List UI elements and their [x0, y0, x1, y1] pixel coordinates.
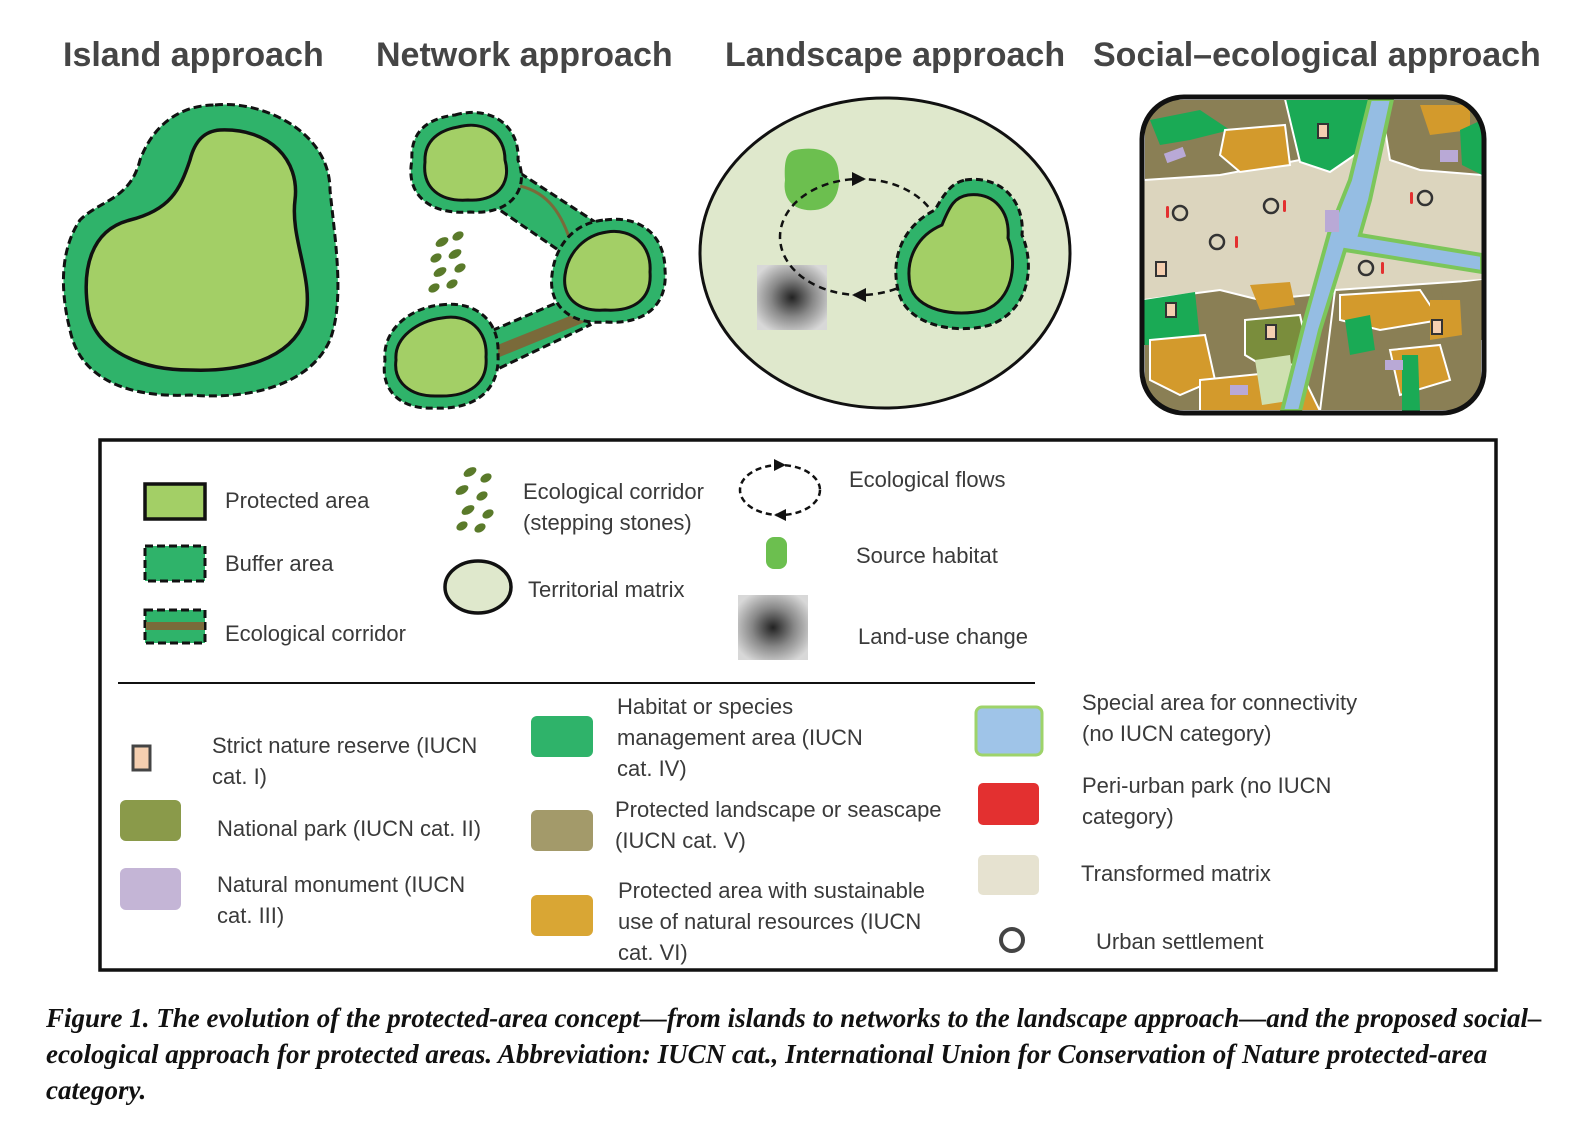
cat6-swatch: [531, 895, 593, 936]
title-social-ecological-approach: Social–ecological approach: [1093, 36, 1541, 74]
legend-peri-urban: Peri-urban park (no IUCN category): [1082, 773, 1332, 829]
title-network-approach: Network approach: [376, 36, 673, 74]
legend-buffer-area: Buffer area: [225, 551, 334, 576]
cat5-swatch: [531, 810, 593, 851]
territorial-matrix-swatch: [443, 559, 513, 615]
buffer-area-swatch: [143, 544, 207, 583]
urban-settlement-swatch: [999, 927, 1025, 953]
legend-stepping-stones: Ecological corridor (stepping stones): [523, 479, 704, 535]
legend-territorial-matrix: Territorial matrix: [528, 577, 685, 602]
transformed-matrix-swatch: [978, 855, 1039, 895]
legend-transformed-matrix: Transformed matrix: [1081, 861, 1271, 886]
cat4-swatch: [531, 716, 593, 757]
legend-ecological-flows: Ecological flows: [849, 467, 1006, 492]
legend-connectivity: Special area for connectivity (no IUCN c…: [1082, 690, 1358, 746]
land-use-change: [757, 265, 827, 330]
legend-box: [98, 438, 1498, 972]
source-habitat: [784, 148, 840, 211]
legend-protected-area: Protected area: [225, 488, 370, 513]
stepping-stones-swatch: [455, 467, 494, 533]
title-island-approach: Island approach: [63, 36, 324, 74]
legend-source-habitat: Source habitat: [856, 543, 998, 568]
peri-urban-swatch: [978, 783, 1039, 825]
stepping-stones: [428, 231, 466, 293]
protected-area-1: [423, 123, 508, 202]
legend-cat1: Strict nature reserve (IUCN cat. I): [212, 733, 478, 789]
island-diagram: [62, 102, 340, 398]
protected-area-2: [563, 229, 652, 312]
legend-ecological-corridor: Ecological corridor: [225, 621, 406, 646]
connectivity-swatch: [974, 705, 1044, 757]
ecological-corridor-swatch: [143, 608, 207, 645]
protected-area: [84, 128, 310, 372]
ecological-flows-swatch: [738, 459, 822, 521]
network-diagram: [382, 110, 667, 410]
protected-area-swatch: [143, 482, 207, 521]
cat3-swatch: [120, 868, 181, 910]
title-landscape-approach: Landscape approach: [725, 36, 1066, 74]
protected-area: [907, 193, 1015, 315]
legend-cat5: Protected landscape or seascape (IUCN ca…: [615, 797, 942, 853]
source-habitat-swatch: [766, 537, 787, 569]
social-ecological-map: [1139, 94, 1487, 416]
legend-land-use-change: Land-use change: [858, 624, 1029, 649]
figure-caption: Figure 1. The evolution of the protected…: [46, 1003, 1542, 1105]
legend-cat6: Protected area with sustainable use of n…: [618, 878, 925, 965]
legend-urban-settlement: Urban settlement: [1096, 929, 1264, 954]
cat2-swatch: [120, 800, 181, 841]
legend-cat3: Natural monument (IUCN cat. III): [217, 872, 466, 928]
land-use-change-swatch: [738, 595, 808, 660]
cat1-swatch: [131, 744, 152, 772]
legend-cat4: Habitat or species management area (IUCN…: [617, 694, 863, 781]
legend-cat2: National park (IUCN cat. II): [217, 816, 482, 841]
landscape-diagram: [698, 96, 1072, 410]
protected-area-3: [394, 315, 488, 398]
